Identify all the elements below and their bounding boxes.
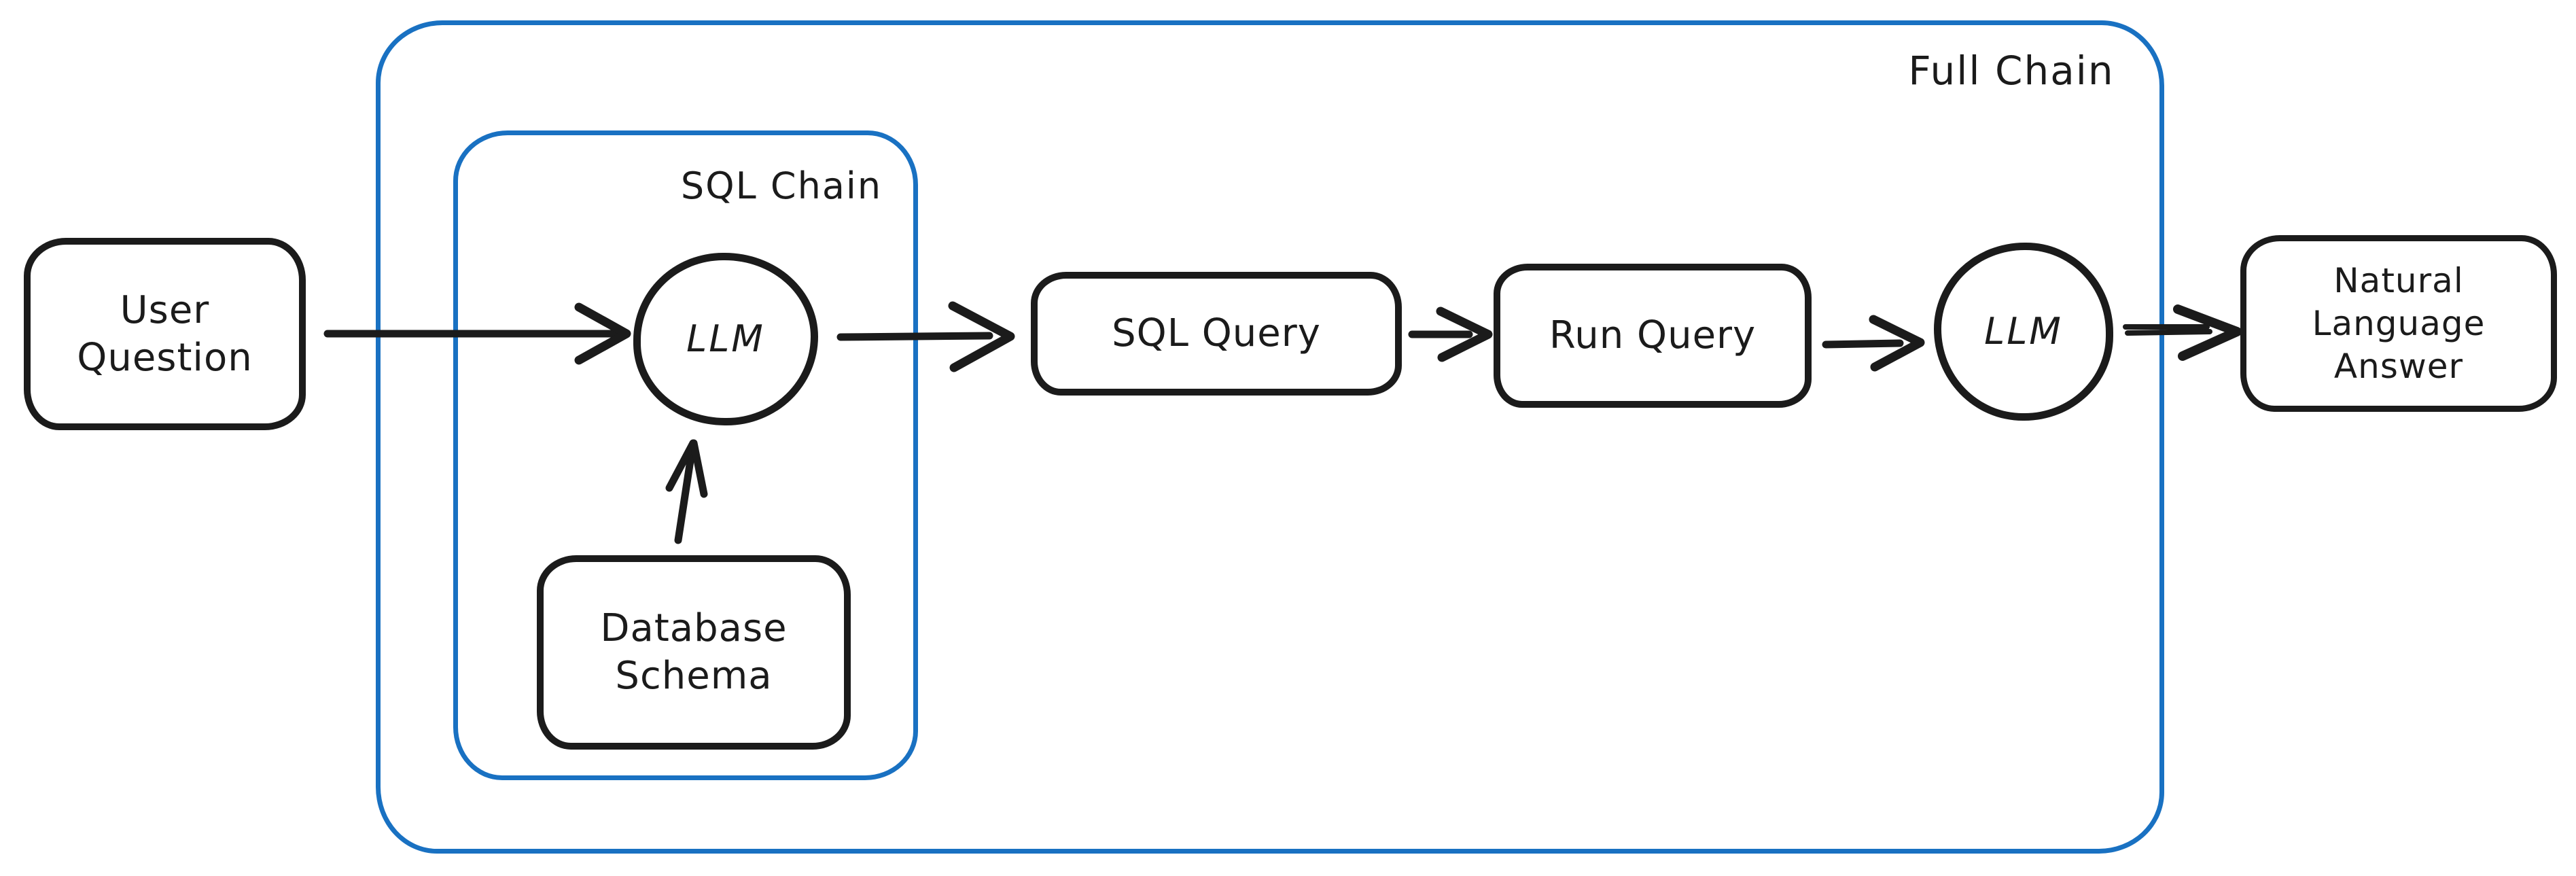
node-llm-sql-chain-label: LLM: [686, 317, 765, 361]
node-natural-language-answer-line-3: Answer: [2333, 346, 2464, 386]
node-sql-query: SQL Query: [1031, 272, 1402, 396]
node-run-query-label: Run Query: [1549, 313, 1757, 357]
node-database-schema-line-1: Database: [600, 606, 788, 650]
node-llm-answer-label: LLM: [1984, 310, 2063, 353]
node-user-question-line-1: User: [120, 287, 210, 332]
node-sql-query-label: SQL Query: [1112, 311, 1321, 355]
node-database-schema: Database Schema: [537, 555, 851, 750]
node-database-schema-line-2: Schema: [615, 654, 773, 698]
node-user-question-line-2: Question: [77, 335, 253, 380]
full-chain-label: Full Chain: [1908, 48, 2115, 94]
sql-chain-label: SQL Chain: [680, 164, 883, 207]
sql-chain-group-frame: [453, 130, 918, 780]
node-natural-language-answer: Natural Language Answer: [2240, 235, 2557, 412]
node-natural-language-answer-line-2: Language: [2312, 303, 2486, 343]
node-llm-sql-chain: LLM: [633, 253, 818, 425]
node-user-question: User Question: [24, 238, 306, 430]
node-llm-answer: LLM: [1934, 243, 2113, 421]
node-run-query: Run Query: [1494, 264, 1812, 408]
full-chain-group-frame: [376, 20, 2164, 854]
node-natural-language-answer-line-1: Natural: [2333, 260, 2464, 300]
